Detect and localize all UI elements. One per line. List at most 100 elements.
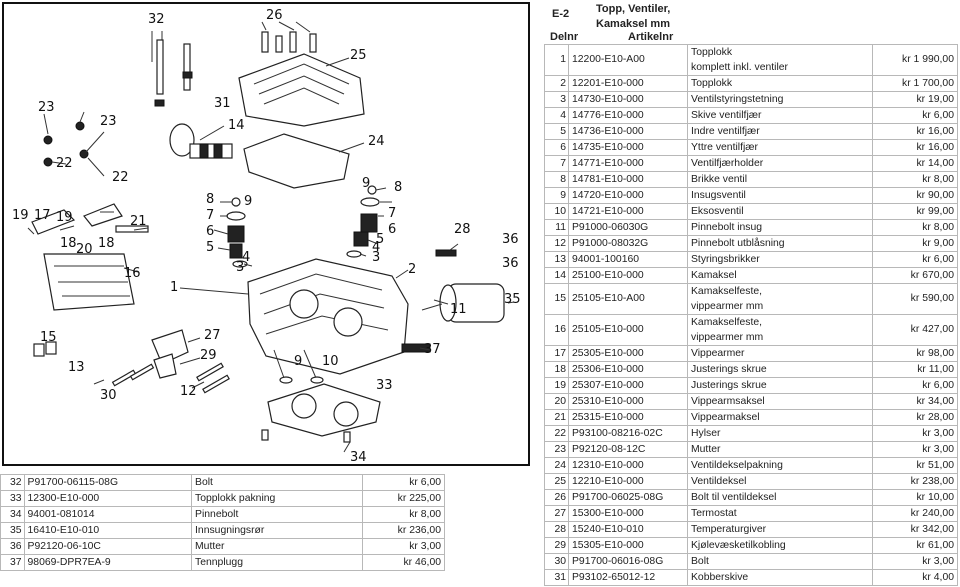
description-cell: Ventilfjærholder: [687, 155, 873, 172]
callout: 29: [200, 348, 217, 363]
description-cell: Indre ventilfjær: [687, 123, 873, 140]
valve-cover: [238, 53, 365, 127]
description-text: Tennplugg: [195, 556, 243, 568]
column-header-artikelnr: Artikelnr: [628, 31, 674, 43]
callout: 14: [228, 118, 245, 133]
callout: 12: [180, 384, 197, 399]
price-cell: kr 427,00: [872, 314, 958, 346]
callout: 33: [376, 378, 393, 393]
callout: 13: [68, 360, 85, 375]
description-text: Bolt: [195, 476, 213, 488]
part-number-cell: 25: [544, 473, 569, 490]
description-cell: Kobberskive: [687, 569, 873, 586]
description-cell: Yttre ventilfjær: [687, 139, 873, 156]
callout: 27: [204, 328, 221, 343]
callout: 4: [242, 250, 251, 265]
price-cell: kr 90,00: [872, 187, 958, 204]
description-text: Vippearmsaksel: [691, 395, 765, 407]
article-number-cell: 25105-E10-A00: [568, 283, 688, 315]
price-cell: kr 98,00: [872, 345, 958, 362]
washers-22-23: [43, 111, 105, 177]
description-cell: Bolt: [191, 474, 363, 491]
description-cell: Bolt til ventildeksel: [687, 489, 873, 506]
description-text: Bolt: [691, 555, 709, 567]
callout: 32: [148, 12, 165, 27]
callout: 25: [350, 48, 367, 63]
callout: 3: [236, 260, 245, 275]
part-number-cell: 9: [544, 187, 569, 204]
description-text: Justerings skrue: [691, 363, 767, 375]
description-cell: Kamaksel: [687, 267, 873, 284]
spark-plug: [401, 343, 431, 353]
part-number-cell: 37: [0, 554, 25, 571]
description-text: Kobberskive: [691, 571, 749, 583]
callout: 18: [98, 236, 115, 251]
article-number-cell: 14720-E10-000: [568, 187, 688, 204]
description-text: Mutter: [195, 540, 225, 552]
description-text: Pinnebolt utblåsning: [691, 237, 785, 249]
description-cell: Mutter: [687, 441, 873, 458]
description-cell: Hylser: [687, 425, 873, 442]
description-text: Mutter: [691, 443, 721, 455]
part-number-cell: 34: [0, 506, 25, 523]
callout: 19: [56, 210, 73, 225]
article-number-cell: 14736-E10-000: [568, 123, 688, 140]
valve-spring-stack-right: [346, 185, 392, 258]
callout: 36: [502, 232, 519, 247]
price-cell: kr 236,00: [361, 522, 445, 539]
callout: 5: [376, 232, 385, 247]
article-number-cell: 25307-E10-000: [568, 377, 688, 394]
description-text: Kamaksel: [691, 269, 737, 281]
article-number-cell: 15305-E10-000: [568, 537, 688, 554]
article-number-cell: P92120-06-10C: [23, 538, 193, 555]
callout: 26: [266, 8, 283, 23]
price-cell: kr 61,00: [872, 537, 958, 554]
article-number-cell: 12300-E10-000: [23, 490, 193, 507]
description-text: Termostat: [691, 507, 737, 519]
valves: [273, 349, 317, 379]
description-text: Brikke ventil: [691, 173, 748, 185]
article-number-cell: P91700-06115-08G: [23, 474, 193, 491]
price-cell: kr 3,00: [361, 538, 445, 555]
part-number-cell: 19: [544, 377, 569, 394]
article-number-cell: 12310-E10-000: [568, 457, 688, 474]
price-cell: kr 46,00: [361, 554, 445, 571]
description-text-line2: vippearmer mm: [691, 332, 764, 343]
article-number-cell: P93100-08216-02C: [568, 425, 688, 442]
callout: 19: [12, 208, 29, 223]
bolt-parts: [151, 31, 193, 107]
article-number-cell: 25105-E10-000: [568, 314, 688, 346]
callout: 15: [40, 330, 57, 345]
callout: 9: [294, 354, 303, 369]
description-cell: Mutter: [191, 538, 363, 555]
description-text: Ventilstyringstetning: [691, 93, 784, 105]
price-cell: kr 11,00: [872, 361, 958, 378]
part-number-cell: 2: [544, 75, 569, 92]
callout: 1: [170, 280, 179, 295]
callout: 16: [124, 266, 141, 281]
article-number-cell: 14776-E10-000: [568, 107, 688, 124]
article-number-cell: P91000-08032G: [568, 235, 688, 252]
description-cell: Skive ventilfjær: [687, 107, 873, 124]
part-number-cell: 13: [544, 251, 569, 268]
section-title: Topp, Ventiler, Kamaksel mm: [596, 2, 670, 32]
article-number-cell: 14730-E10-000: [568, 91, 688, 108]
callout: 6: [206, 224, 215, 239]
price-cell: kr 6,00: [872, 251, 958, 268]
callout: 22: [112, 170, 129, 185]
callout: 10: [322, 354, 339, 369]
